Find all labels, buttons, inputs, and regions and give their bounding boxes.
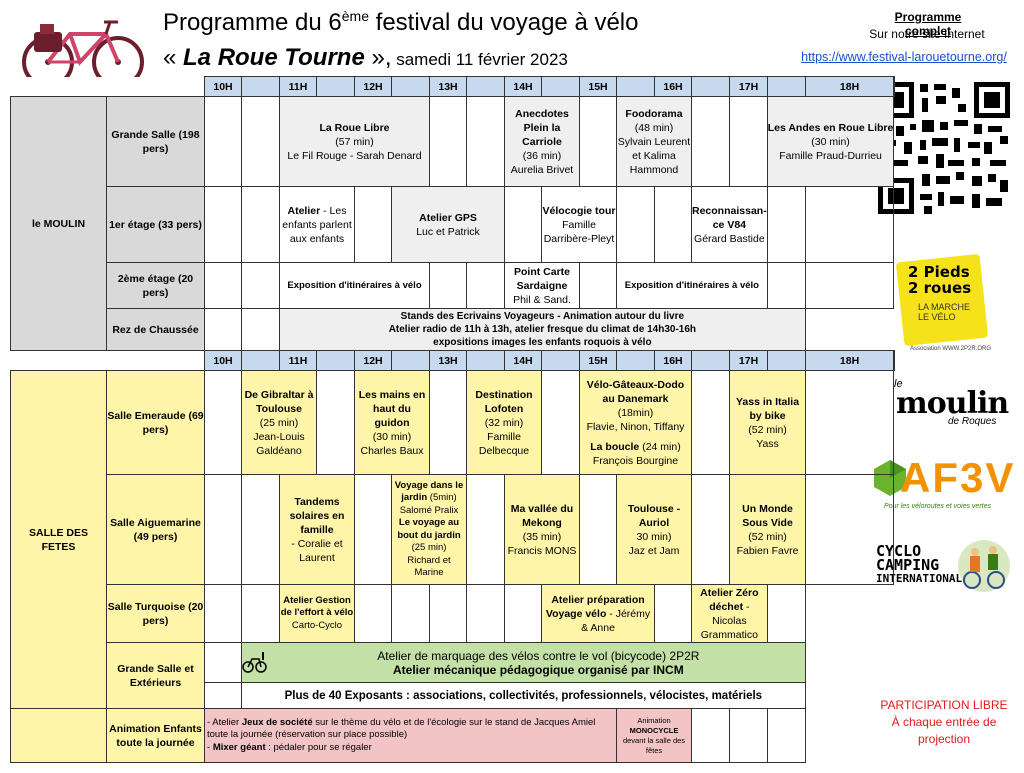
event-toulouse-auriol[interactable]: Toulouse - Auriol 30 min) Jaz et Jam (616, 474, 692, 585)
hour-cell: 16H (654, 350, 692, 371)
event-exposition-2[interactable]: Exposition d'itinéraires à vélo (616, 262, 768, 309)
event-mekong[interactable]: Ma vallée du Mekong (35 min) Francis MON… (504, 474, 580, 585)
hour-cell: 13H (429, 350, 467, 371)
hour-cell: 17H (729, 350, 768, 371)
event-tandems[interactable]: Tandems solaires en famille - Coralie et… (279, 474, 355, 585)
hour-cell: 14H (504, 76, 542, 97)
event-atelier-gestion[interactable]: Atelier Gestion de l'effort à vélo Carto… (279, 584, 355, 643)
bike-repair-icon (242, 651, 267, 673)
page-title: Programme du 6ème festival du voyage à v… (163, 8, 639, 36)
hour-cell: 13H (429, 76, 467, 97)
event-foodorama[interactable]: Foodorama (48 min) Sylvain Leurent et Ka… (616, 96, 692, 187)
qr-code-icon[interactable] (876, 80, 1012, 216)
event-point-carte[interactable]: Point Carte Sardaigne Phil & Sand. (504, 262, 580, 309)
event-anecdotes[interactable]: Anecdotes Plein la Carriole (36 min) Aur… (504, 96, 580, 187)
hour-cell: 16H (654, 76, 692, 97)
event-atelier-zero-dechet[interactable]: Atelier Zéro déchet - Nicolas Grammatico (691, 584, 768, 643)
room-aiguemarine: Salle Aiguemarine (49 pers) (106, 474, 205, 585)
cyclists-icon (958, 540, 1010, 592)
event-exposition-1[interactable]: Exposition d'itinéraires à vélo (279, 262, 430, 309)
event-velocogie[interactable]: Vélocogie tour Famille Darribère-Pleyt (541, 186, 617, 263)
room-2eme-etage: 2ème étage (20 pers) (106, 262, 205, 309)
event-rez-stands[interactable]: Stands des Ecrivains Voyageurs - Animati… (279, 308, 806, 351)
room-grande-salle: Grande Salle (198 pers) (106, 96, 205, 187)
hour-cell: 18H (804, 76, 895, 97)
table-row: Grande Salle et Extérieurs Atelier de ma… (11, 642, 895, 709)
room-rez-de-chaussee: Rez de Chaussée (106, 308, 205, 351)
program-link-subtitle: Sur notre site Internet (869, 27, 985, 41)
table-row: 2ème étage (20 pers) Exposition d'itinér… (11, 262, 895, 309)
table-row: SALLE DES FETES Salle Emeraude (69 pers)… (10, 370, 895, 709)
hour-cell: 11H (279, 76, 317, 97)
2p2r-logo: 2 Pieds 2 roues LA MARCHE LE VÉLO Associ… (895, 253, 992, 354)
hour-cell: 12H (354, 76, 392, 97)
cyclo-camping-logo: CYCLO CAMPING INTERNATIONAL (876, 538, 1016, 596)
hour-cell: 15H (579, 76, 617, 97)
program-link-title: Programme complet (894, 10, 962, 38)
table-row: Animation Enfants toute la journée - Ate… (10, 708, 895, 763)
event-mains-guidon[interactable]: Les mains en haut du guidon (30 min) Cha… (354, 370, 430, 475)
event-animation-jeux[interactable]: - Atelier Jeux de société sur le thème d… (204, 708, 617, 763)
event-yass-italia[interactable]: Yass in Italia by bike (52 min) Yass (729, 370, 806, 475)
hour-cell: 15H (579, 350, 617, 371)
moulin-de-roques-logo: le moulin de Roques (894, 378, 1009, 427)
venue-moulin: le MOULIN (10, 96, 107, 351)
hour-cell: 10H (204, 76, 242, 97)
event-atelier-gps[interactable]: Atelier GPS Luc et Patrick (391, 186, 505, 263)
event-voyage-jardin[interactable]: Voyage dans le jardin (5min) Salomé Pral… (391, 474, 467, 585)
program-url-link[interactable]: https://www.festival-larouetourne.org/ (801, 50, 1007, 64)
hour-cell: 12H (354, 350, 392, 371)
event-monocycle[interactable]: Animation MONOCYCLE devant la salle des … (616, 708, 692, 763)
table-row: Salle Aiguemarine (49 pers) Tandems sola… (11, 474, 895, 585)
af3v-logo: AF3V Pour les véloroutes et voies vertes (868, 456, 1018, 516)
event-un-monde[interactable]: Un Monde Sous Vide (52 min) Fabien Favre (729, 474, 806, 585)
room-grande-salle-exterieurs: Grande Salle et Extérieurs (106, 642, 205, 709)
hours-header-row: 10H 11H 12H 13H 14H 15H 16H 17H 18H (10, 350, 896, 371)
event-atelier-enfants[interactable]: Atelier - Les enfants parlent aux enfant… (279, 186, 355, 263)
room-1er-etage: 1er étage (33 pers) (106, 186, 205, 263)
event-exposants[interactable]: Plus de 40 Exposants : associations, col… (241, 682, 806, 709)
event-lofoten[interactable]: Destination Lofoten (32 min) Famille Del… (466, 370, 542, 475)
schedule-table: 10H 11H 12H 13H 14H 15H 16H 17H 18H le M… (10, 76, 896, 763)
hour-cell: 17H (729, 76, 768, 97)
room-emeraude: Salle Emeraude (69 pers) (106, 370, 205, 475)
participation-note: PARTICIPATION LIBRE À chaque entrée de p… (880, 698, 1008, 746)
table-row: Salle Turquoise (20 pers) Atelier Gestio… (11, 584, 895, 643)
hours-header-row: 10H 11H 12H 13H 14H 15H 16H 17H 18H (10, 76, 896, 97)
table-row: Plus de 40 Exposants : associations, col… (11, 682, 895, 709)
event-gateaux-danemark[interactable]: Vélo-Gâteaux-Dodo au Danemark (18min) Fl… (579, 370, 692, 475)
table-row: le MOULIN Grande Salle (198 pers) La Rou… (10, 96, 895, 351)
event-atelier-preparation[interactable]: Atelier préparation Voyage vélo - Jérémy… (541, 584, 655, 643)
room-animation-enfants: Animation Enfants toute la journée (106, 708, 205, 763)
event-marquage-mecanique[interactable]: Atelier de marquage des vélos contre le … (241, 642, 806, 683)
hour-cell: 11H (279, 350, 317, 371)
event-roue-libre[interactable]: La Roue Libre (57 min) Le Fil Rouge - Sa… (279, 96, 430, 187)
venue-salle-des-fetes: SALLE DES FETES (10, 370, 107, 709)
table-row: Rez de Chaussée Stands des Ecrivains Voy… (11, 308, 895, 351)
table-row: 1er étage (33 pers) Atelier - Les enfant… (11, 186, 895, 263)
page-subtitle: « La Roue Tourne », samedi 11 février 20… (163, 44, 568, 71)
hour-cell: 18H (804, 350, 895, 371)
event-gibraltar[interactable]: De Gibraltar à Toulouse (25 min) Jean-Lo… (241, 370, 317, 475)
event-reconnaissance[interactable]: Reconnaissan-ce V84 Gérard Bastide (691, 186, 768, 263)
room-turquoise: Salle Turquoise (20 pers) (106, 584, 205, 643)
hour-cell: 14H (504, 350, 542, 371)
hour-cell: 10H (204, 350, 242, 371)
event-andes[interactable]: Les Andes en Roue Libre (30 min) Famille… (766, 96, 895, 187)
